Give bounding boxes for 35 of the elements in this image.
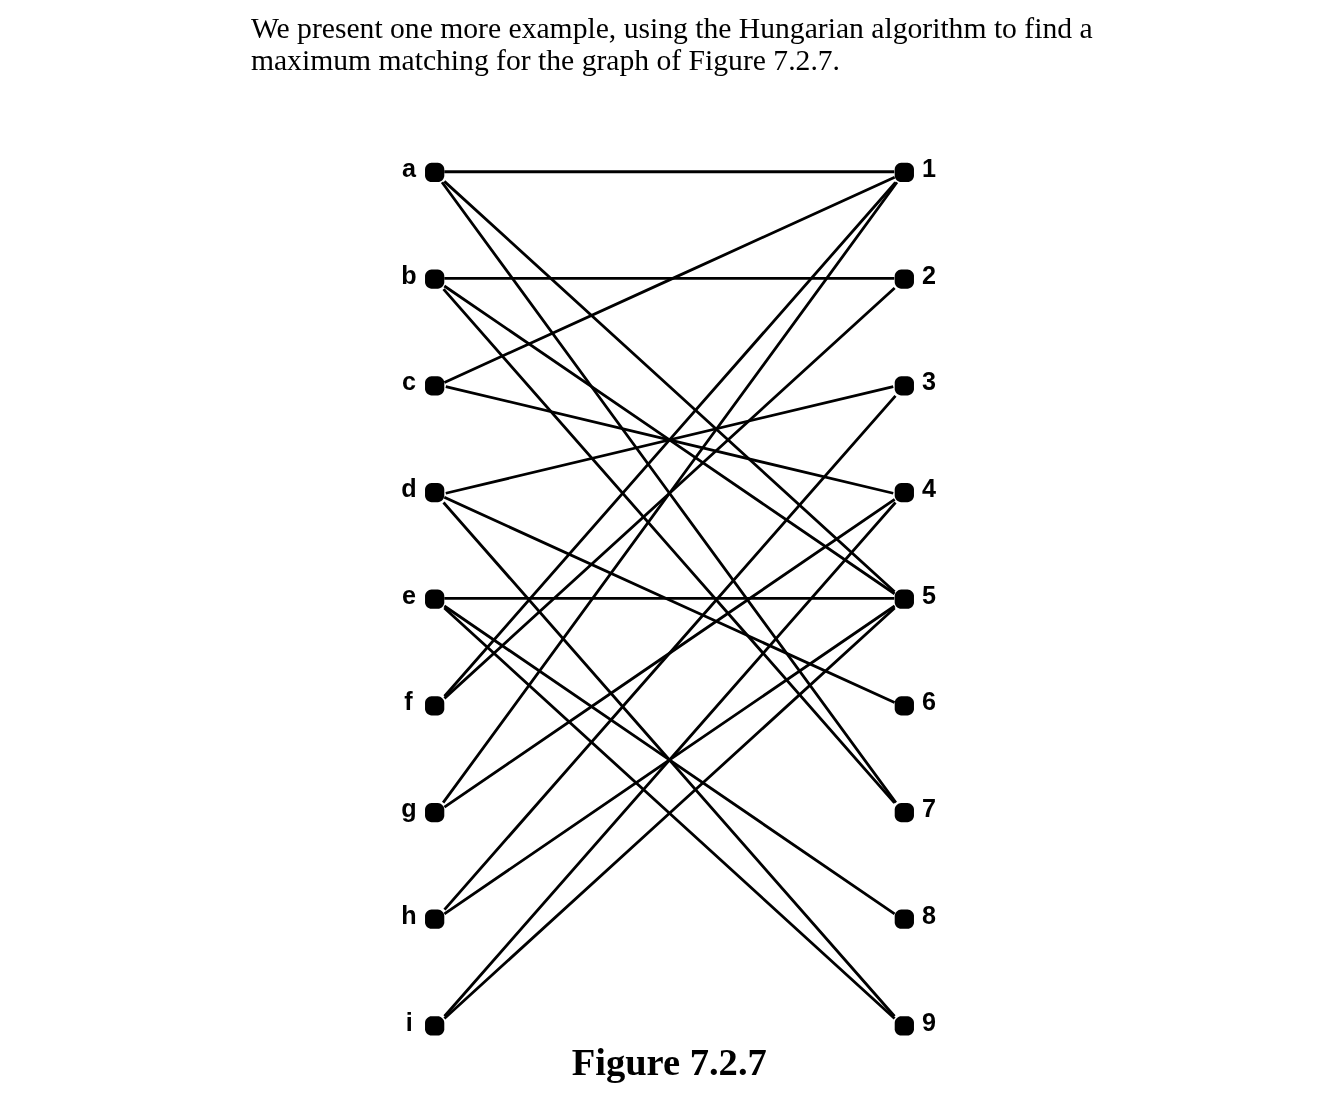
node-label: 9 <box>921 1007 936 1036</box>
connector <box>442 607 896 1020</box>
node-label: h <box>400 900 417 929</box>
node-label: 8 <box>921 900 936 929</box>
connector <box>443 284 895 595</box>
node-label: a <box>401 154 416 183</box>
connector <box>443 496 895 704</box>
label: We present one more example, using the Hungarian algorithm to find a maximum matching for the graph of Figure 7.2.7. <box>250 11 1093 77</box>
connector <box>443 604 895 915</box>
node-label: g <box>400 794 417 823</box>
node-label: 2 <box>921 260 936 289</box>
connector <box>443 277 894 280</box>
node-label: f <box>403 687 413 716</box>
caption: Figure 7.2.7 <box>571 1040 767 1083</box>
connector <box>442 180 896 593</box>
node-label: 1 <box>921 154 936 183</box>
node-label: c <box>401 367 416 396</box>
connector <box>443 498 895 809</box>
connector <box>443 597 894 600</box>
connector <box>444 385 894 495</box>
connector <box>443 170 894 174</box>
connector <box>442 287 896 700</box>
node-label: i <box>405 1007 413 1036</box>
connector <box>443 176 895 384</box>
node-label: e <box>401 580 416 609</box>
node-label: b <box>400 260 417 289</box>
connector <box>441 288 896 804</box>
node-label: 6 <box>921 687 936 716</box>
node-label: 4 <box>921 474 936 503</box>
node-label: 7 <box>921 794 936 823</box>
connector <box>442 181 897 698</box>
node-label: d <box>400 474 417 503</box>
connector <box>442 394 897 911</box>
node-label: 5 <box>921 580 936 609</box>
node-label: 3 <box>921 367 936 396</box>
